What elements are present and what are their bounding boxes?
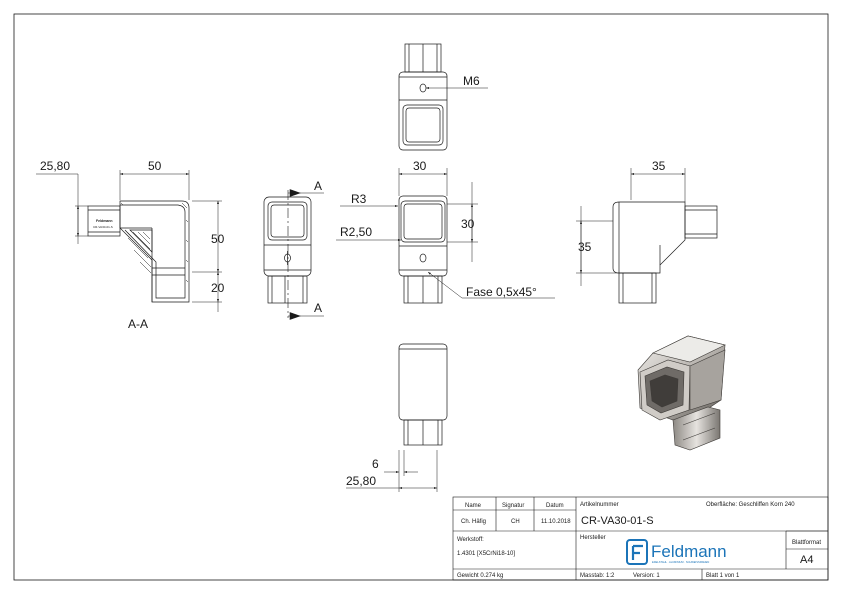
dim-right-width: 35 [652,159,666,173]
top-view [398,43,448,151]
section-view-a-a [87,200,190,303]
side-view [263,196,312,304]
part-marking-brand: Feldmann [96,219,113,223]
tb-name: Ch. Häfig [461,519,486,525]
tb-format-value: A4 [800,554,813,566]
dim-bottom-width: 25,80 [346,474,376,488]
dim-bottom-insert: 6 [372,457,379,471]
dim-thread: M6 [463,74,480,88]
feldmann-logo: Feldmann EDELSTAHL · ALUMINIUM · SCHWEIS… [626,539,727,565]
section-dimensions [36,170,222,312]
dim-radius-inner: R2,50 [340,225,372,239]
tb-material-value: 1.4301 [X5CrNi18-10] [457,551,515,557]
tb-header-signature: Signatur [502,503,524,509]
tb-header-date: Datum [546,503,564,509]
tb-version: Version: 1 [633,573,660,579]
tb-scale: Masstab: 1:2 [580,573,615,579]
dim-front-height: 30 [461,217,475,231]
part-marking-article: CR-VA30-01-S [93,225,113,229]
tb-surface: Oberfläche: Geschliffen Korn 240 [706,502,795,508]
tb-material-label: Werkstoff: [457,537,484,543]
brand-tagline: EDELSTAHL · ALUMINIUM · SCHWEISSFREIEN [652,560,709,564]
dim-section-length: 50 [148,159,162,173]
tb-article-number: CR-VA30-01-S [581,515,654,527]
bottom-dimensions [346,450,438,492]
front-view [398,195,448,304]
tb-manufacturer-label: Hersteller [580,535,606,541]
dim-section-bottom: 20 [211,281,225,295]
tb-signature: CH [511,519,520,525]
brand-name: Feldmann [651,542,727,561]
cut-label-bottom: A [314,301,322,315]
tb-sheet: Blatt 1 von 1 [706,573,740,579]
dim-chamfer: Fase 0,5x45° [466,285,537,299]
right-dimensions [576,168,686,286]
dim-front-width: 30 [413,159,427,173]
dim-right-height: 35 [578,240,592,254]
front-dimensions [336,168,555,299]
dim-section-width: 25,80 [40,159,70,173]
tb-date: 11.10.2018 [541,519,571,525]
isometric-render [637,335,726,451]
dim-radius-outer: R3 [351,192,367,206]
sheet-border [13,13,829,581]
tb-header-name: Name [465,503,482,509]
bottom-view [398,343,448,446]
right-view [612,201,718,304]
tb-weight: Gewicht 0.274 kg [457,573,503,579]
cut-line [287,189,324,320]
section-view-label: A-A [128,317,148,331]
title-block [452,496,829,581]
tb-article-label: Artikelnummer [580,502,619,508]
dim-section-height: 50 [211,232,225,246]
cut-label-top: A [314,179,322,193]
tb-format-label: Blattformat [792,540,821,546]
